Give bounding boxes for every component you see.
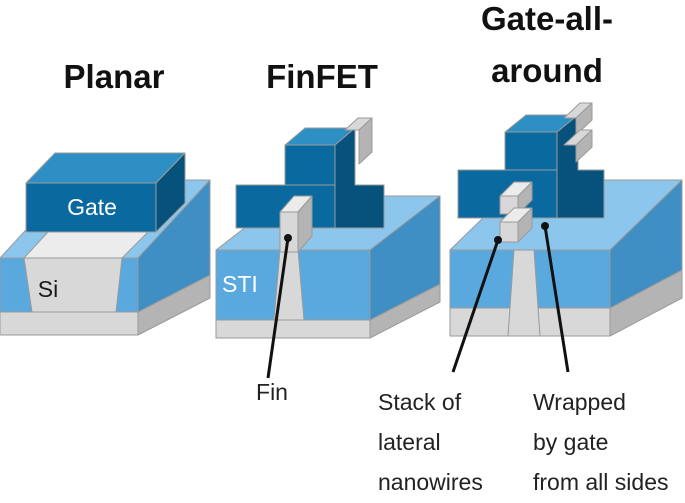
fin-leader-line <box>266 237 290 379</box>
planar-gate-label: Gate <box>67 194 117 220</box>
title-gaa-line2: around <box>491 52 603 89</box>
callout-wrapped-line3: from all sides <box>533 469 668 495</box>
gaa-device <box>449 102 683 337</box>
stack-leader-line <box>451 239 500 373</box>
finfet-gate-stem-front <box>284 144 336 186</box>
callout-stack-line3: nanowires <box>378 469 483 495</box>
gaa-nanowire-back-1-face <box>575 102 593 136</box>
callout-stack-line1: Stack of <box>378 389 462 415</box>
finfet-oxide-side <box>369 195 441 321</box>
callout-wrapped-line1: Wrapped <box>533 389 626 415</box>
finfet-fin-back-face <box>358 117 373 165</box>
planar-gate-side <box>155 152 186 233</box>
finfet-fin-front-side <box>297 195 313 253</box>
gaa-nanowire-back-2-face <box>575 129 593 163</box>
wrapped-leader-line <box>543 225 570 373</box>
callout-stack-line2: lateral <box>378 429 441 455</box>
gaa-oxide-side <box>609 179 683 309</box>
planar-si-label: Si <box>38 276 58 302</box>
finfet-fin-front <box>279 211 299 253</box>
planar-device: Gate Si <box>0 152 211 336</box>
planar-channel-front <box>23 257 123 313</box>
callout-fin: Fin <box>256 379 288 405</box>
wrapped-leader-dot <box>541 222 549 230</box>
finfet-substrate-front <box>215 319 371 339</box>
title-planar: Planar <box>64 58 165 95</box>
stack-leader-dot <box>494 236 502 244</box>
gaa-nanowire-front-2 <box>499 221 519 243</box>
finfet-device: STI <box>215 117 441 339</box>
finfet-sti-label: STI <box>222 271 258 297</box>
fin-leader-dot <box>284 234 292 242</box>
title-gaa-line1: Gate-all- <box>481 0 613 37</box>
planar-oxide-side <box>137 179 211 313</box>
callout-wrapped-line2: by gate <box>533 429 608 455</box>
gaa-nanowire-front-2-side <box>517 207 533 243</box>
gaa-fin-base <box>507 249 541 337</box>
title-finfet: FinFET <box>266 58 378 95</box>
gaa-gate-stem-front <box>504 131 558 171</box>
